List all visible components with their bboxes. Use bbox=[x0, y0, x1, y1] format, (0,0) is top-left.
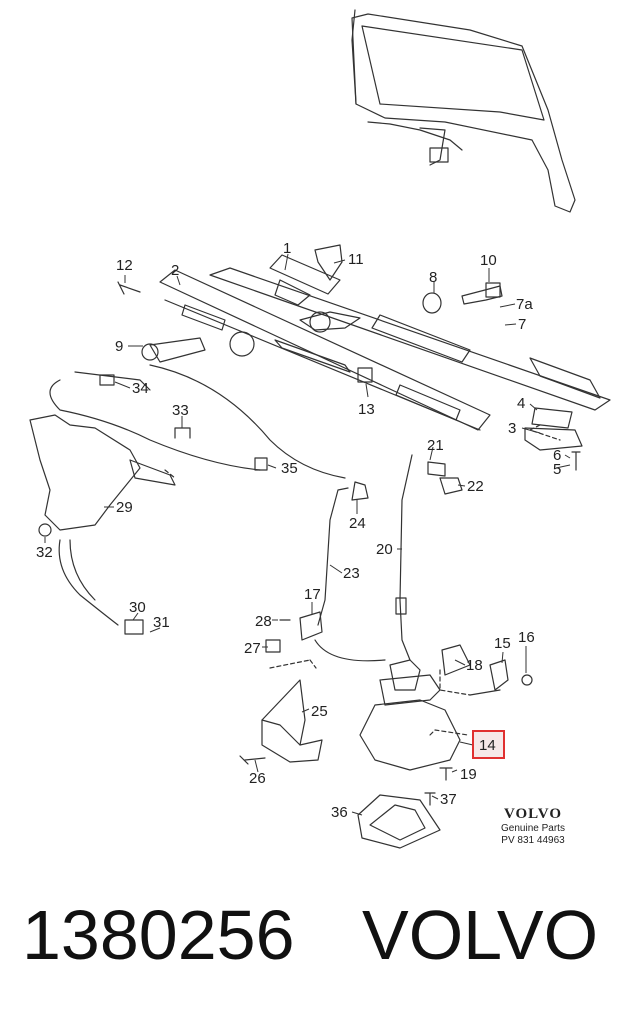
callout-6: 6 bbox=[553, 447, 561, 464]
callout-32: 32 bbox=[36, 544, 53, 561]
callout-17: 17 bbox=[304, 586, 321, 603]
callout-3: 3 bbox=[508, 420, 516, 437]
callout-34: 34 bbox=[132, 380, 149, 397]
callout-24: 24 bbox=[349, 515, 366, 532]
callout-28: 28 bbox=[255, 613, 272, 630]
callout-14: 14 bbox=[479, 737, 496, 754]
callout-7: 7 bbox=[518, 316, 526, 333]
callout-36: 36 bbox=[331, 804, 348, 821]
callout-22: 22 bbox=[467, 478, 484, 495]
callout-35: 35 bbox=[281, 460, 298, 477]
callout-9: 9 bbox=[115, 338, 123, 355]
brand-line2: PV 831 44963 bbox=[501, 835, 565, 846]
callout-25: 25 bbox=[311, 703, 328, 720]
callout-19: 19 bbox=[460, 766, 477, 783]
tailgate-outline bbox=[351, 13, 576, 213]
callout-2: 2 bbox=[171, 262, 179, 279]
callout-23: 23 bbox=[343, 565, 360, 582]
callout-8: 8 bbox=[429, 269, 437, 286]
callout-7a: 7a bbox=[516, 296, 533, 313]
callout-4: 4 bbox=[517, 395, 525, 412]
callout-16: 16 bbox=[518, 629, 535, 646]
brand-logo: VOLVO bbox=[503, 806, 563, 822]
callout-29: 29 bbox=[116, 499, 133, 516]
callout-37: 37 bbox=[440, 791, 457, 808]
callout-20: 20 bbox=[376, 541, 393, 558]
callout-31: 31 bbox=[153, 614, 170, 631]
callout-12: 12 bbox=[116, 257, 133, 274]
callout-26: 26 bbox=[249, 770, 266, 787]
volvo-genuine-parts-stamp: VOLVO Genuine Parts PV 831 44963 bbox=[488, 806, 578, 847]
caption: 1380256 VOLVO bbox=[0, 890, 628, 990]
callout-30: 30 bbox=[129, 599, 146, 616]
highlighted-callout-box bbox=[472, 730, 505, 759]
latch-assembly bbox=[359, 699, 461, 771]
callout-33: 33 bbox=[172, 402, 189, 419]
callout-5: 5 bbox=[553, 461, 561, 478]
callout-11: 11 bbox=[348, 251, 364, 268]
callout-labels: 1 2 3 4 5 6 7 7a 8 9 10 11 12 13 14 15 1… bbox=[36, 240, 561, 821]
brand-line1: Genuine Parts bbox=[501, 823, 565, 834]
callout-1: 1 bbox=[283, 240, 291, 257]
callout-10: 10 bbox=[480, 252, 497, 269]
lock-assembly bbox=[29, 414, 141, 531]
callout-21: 21 bbox=[427, 437, 444, 454]
callout-27: 27 bbox=[244, 640, 261, 657]
callout-15: 15 bbox=[494, 635, 511, 652]
exploded-parts-diagram: 1 2 3 4 5 6 7 7a 8 9 10 11 12 13 14 15 1… bbox=[29, 9, 611, 849]
callout-13: 13 bbox=[358, 401, 375, 418]
make: VOLVO bbox=[362, 896, 599, 974]
upper-rail bbox=[209, 267, 611, 411]
main-rail bbox=[159, 269, 491, 431]
part-number: 1380256 bbox=[22, 896, 295, 974]
callout-18: 18 bbox=[466, 657, 483, 674]
